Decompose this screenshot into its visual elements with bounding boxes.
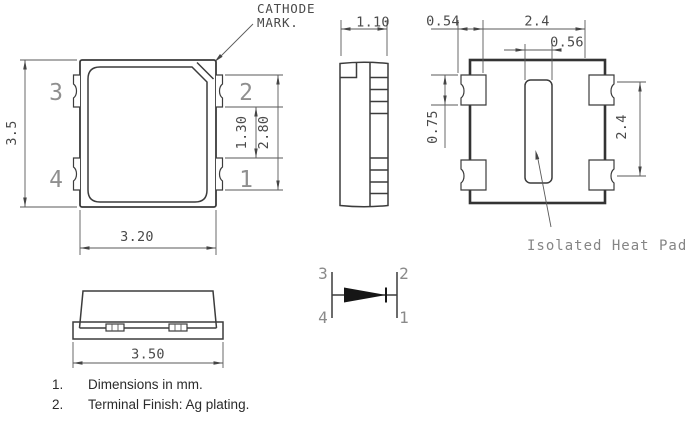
cathode-mark-callout: CATHODE MARK.	[214, 1, 315, 62]
package-outline	[79, 59, 217, 208]
pad-pin1	[216, 157, 224, 191]
leader-arrowhead-icon	[214, 54, 223, 62]
dim-pad-height: 0.75	[425, 74, 458, 148]
cathode-mark-label-line2: MARK.	[257, 15, 299, 30]
lead-tabs	[105, 323, 188, 332]
dim-base-width: 3.50	[72, 342, 224, 368]
top-view: CATHODE MARK. 3 4 2 1 3.5 3.20 1.	[4, 1, 315, 255]
dim-width: 3.20	[79, 210, 217, 255]
circuit-pin2-label: 2	[399, 264, 409, 283]
base-plate	[72, 321, 224, 340]
diode-symbol	[344, 287, 386, 303]
side-outline	[339, 61, 389, 208]
note1-number: 1.	[52, 377, 63, 392]
dim-width-text: 3.20	[120, 229, 154, 245]
circuit-diagram: 3 2 4 1	[318, 264, 409, 327]
circuit-pin3-label: 3	[318, 264, 328, 283]
pad-pin3	[72, 74, 80, 108]
dim-heat-pad-width: 0.56	[504, 35, 584, 80]
cathode-chamfer-line	[196, 61, 215, 80]
bottom-view: 0.54 2.4 0.56 0.75 2.4 Isolated H	[425, 14, 687, 255]
dim-pad-outer-text: 2.80	[256, 116, 272, 150]
bottom-pad-top-right	[588, 74, 615, 106]
dim-height: 3.5	[4, 59, 77, 208]
bottom-outline	[468, 58, 607, 205]
emitting-cavity	[87, 66, 208, 203]
dim-pad-pitch-v: 2.4	[614, 81, 646, 177]
pin3-label: 3	[49, 80, 63, 106]
dim-base-width-text: 3.50	[131, 347, 165, 363]
isolated-heat-pad	[524, 79, 553, 184]
bottom-pad-bottom-right	[588, 159, 615, 191]
pad-pin4	[72, 157, 80, 191]
dim-thickness: 1.10	[340, 15, 390, 56]
dim-pad-spacing: 1.30 2.80	[225, 74, 283, 191]
note1-text: Dimensions in mm.	[88, 377, 203, 392]
side-view: 1.10	[339, 15, 390, 208]
dim-height-text: 3.5	[4, 120, 20, 145]
dim-pad-inner-text: 1.30	[234, 116, 250, 150]
front-view: 3.50	[72, 290, 224, 368]
circuit-pin4-label: 4	[318, 308, 328, 327]
pin2-label: 2	[239, 80, 253, 106]
note2-number: 2.	[52, 397, 63, 412]
notes: 1. Dimensions in mm. 2. Terminal Finish:…	[52, 377, 249, 412]
side-notch	[340, 62, 358, 79]
bottom-pad-top-left	[460, 74, 487, 106]
heat-pad-callout: Isolated Heat Pad	[527, 150, 687, 254]
leader-arrowhead-icon	[535, 150, 540, 160]
pin1-label: 1	[239, 167, 253, 193]
bottom-pad-bottom-left	[460, 159, 487, 191]
dim-pad-width-text: 0.54	[426, 14, 460, 30]
heat-pad-label: Isolated Heat Pad	[527, 238, 687, 254]
cathode-mark-label-line1: CATHODE	[257, 1, 315, 16]
dim-pad-height-text: 0.75	[425, 110, 441, 144]
dim-pad-pitch-v-text: 2.4	[614, 114, 630, 139]
dim-heat-pad-width-text: 0.56	[550, 35, 584, 51]
pad-pin2	[216, 74, 224, 108]
dim-pad-pitch-h-text: 2.4	[524, 14, 549, 30]
note2-text: Terminal Finish: Ag plating.	[88, 397, 249, 412]
pin4-label: 4	[49, 167, 63, 193]
dim-thickness-text: 1.10	[356, 15, 390, 31]
circuit-pin1-label: 1	[399, 308, 409, 327]
dim-pad-width-and-pitch: 0.54 2.4	[426, 14, 586, 73]
body-outline	[78, 290, 218, 329]
terminal-lead-lines	[370, 76, 388, 195]
